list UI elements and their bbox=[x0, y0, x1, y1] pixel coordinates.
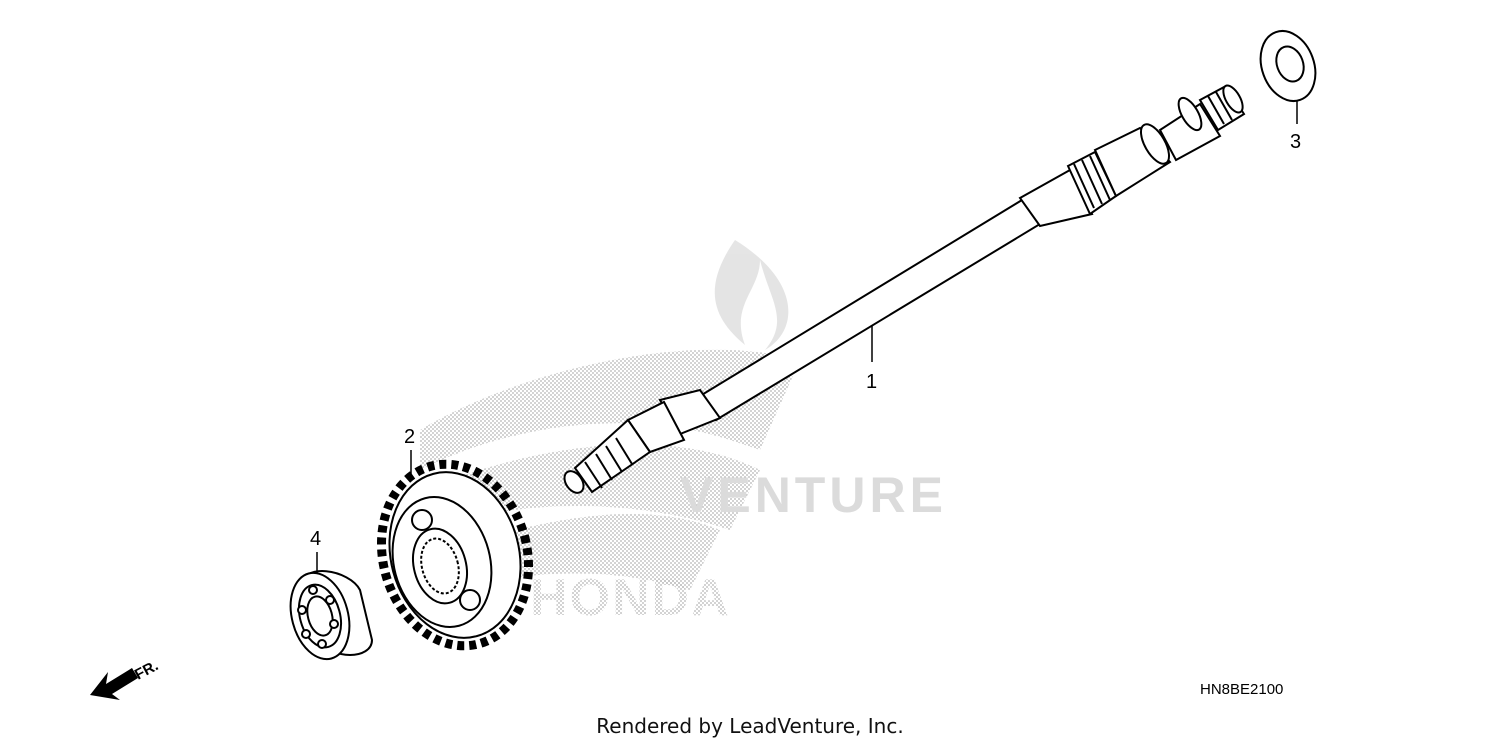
leader-lines bbox=[316, 100, 1298, 574]
part-1-shaft[interactable] bbox=[561, 83, 1247, 497]
watermark-logo-text: HONDA bbox=[530, 569, 731, 627]
footer-credit: Rendered by LeadVenture, Inc. bbox=[596, 714, 904, 738]
part-4-bearing[interactable] bbox=[282, 566, 374, 665]
callout-1[interactable]: 1 bbox=[866, 371, 877, 393]
callout-3[interactable]: 3 bbox=[1290, 131, 1301, 153]
callout-4[interactable]: 4 bbox=[310, 528, 321, 550]
watermark-text: VENTURE bbox=[680, 467, 947, 523]
watermark-flame-icon bbox=[714, 240, 789, 350]
direction-label: FR. bbox=[132, 657, 161, 683]
diagram-code: HN8BE2100 bbox=[1200, 681, 1283, 698]
part-2-gear[interactable] bbox=[362, 447, 549, 662]
front-direction-arrow-icon: FR. bbox=[90, 657, 161, 700]
part-3-washer[interactable] bbox=[1251, 23, 1324, 108]
callout-2[interactable]: 2 bbox=[404, 426, 415, 448]
